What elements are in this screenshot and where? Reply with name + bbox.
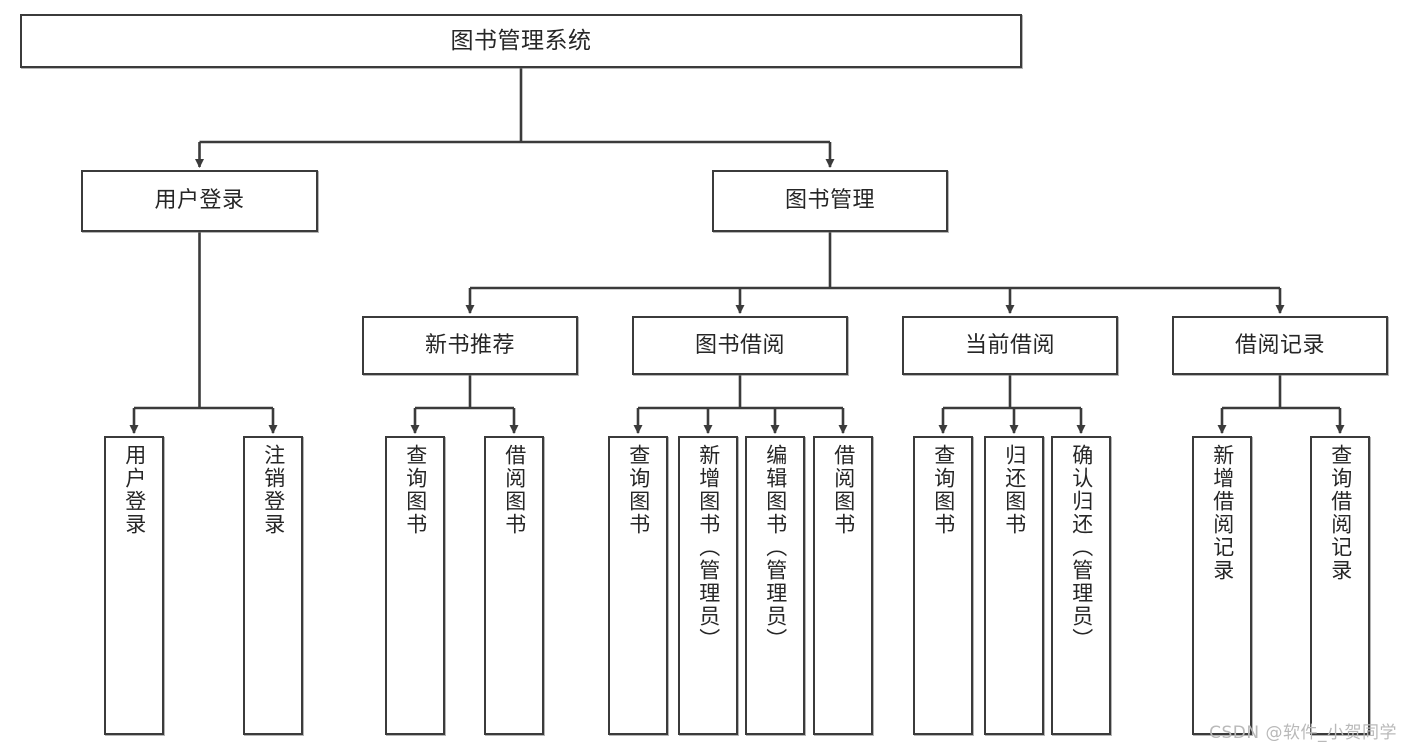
node-leaf-confirm-return-label: 确认归还（管理员） <box>1069 444 1094 651</box>
node-borrow-record[interactable]: 借阅记录 <box>1172 316 1388 375</box>
node-leaf-query-book-3-label: 查询图书 <box>931 444 956 536</box>
node-root-label: 图书管理系统 <box>450 27 592 54</box>
node-new-book-recommend-label: 新书推荐 <box>424 332 515 358</box>
node-leaf-add-record-label: 新增借阅记录 <box>1210 444 1235 582</box>
node-leaf-logout[interactable]: 注销登录 <box>243 436 303 735</box>
node-book-management[interactable]: 图书管理 <box>712 170 948 232</box>
watermark-text: CSDN @软件_小贺同学 <box>1209 723 1397 743</box>
node-root[interactable]: 图书管理系统 <box>20 14 1022 68</box>
node-leaf-edit-book-label: 编辑图书（管理员） <box>763 444 788 651</box>
node-user-login-label: 用户登录 <box>154 188 245 214</box>
node-leaf-query-book-1[interactable]: 查询图书 <box>385 436 445 735</box>
node-leaf-return-book[interactable]: 归还图书 <box>984 436 1044 735</box>
node-book-management-label: 图书管理 <box>784 188 875 214</box>
node-leaf-query-book-2[interactable]: 查询图书 <box>608 436 668 735</box>
node-book-borrow-label: 图书借阅 <box>694 332 785 358</box>
node-leaf-return-book-label: 归还图书 <box>1002 444 1027 536</box>
node-leaf-query-record[interactable]: 查询借阅记录 <box>1310 436 1370 735</box>
node-leaf-query-record-label: 查询借阅记录 <box>1328 444 1353 582</box>
node-leaf-add-record[interactable]: 新增借阅记录 <box>1192 436 1252 735</box>
node-new-book-recommend[interactable]: 新书推荐 <box>362 316 578 375</box>
node-user-login[interactable]: 用户登录 <box>81 170 318 232</box>
node-leaf-user-login-label: 用户登录 <box>122 444 147 536</box>
node-leaf-query-book-3[interactable]: 查询图书 <box>913 436 973 735</box>
node-leaf-query-book-1-label: 查询图书 <box>403 444 428 536</box>
node-leaf-query-book-2-label: 查询图书 <box>626 444 651 536</box>
node-leaf-confirm-return[interactable]: 确认归还（管理员） <box>1051 436 1111 735</box>
node-leaf-borrow-book-1[interactable]: 借阅图书 <box>484 436 544 735</box>
node-leaf-borrow-book-2[interactable]: 借阅图书 <box>813 436 873 735</box>
node-leaf-logout-label: 注销登录 <box>261 444 286 536</box>
node-current-borrow[interactable]: 当前借阅 <box>902 316 1118 375</box>
node-borrow-record-label: 借阅记录 <box>1234 332 1325 358</box>
node-leaf-borrow-book-2-label: 借阅图书 <box>831 444 856 536</box>
node-leaf-user-login[interactable]: 用户登录 <box>104 436 164 735</box>
node-current-borrow-label: 当前借阅 <box>964 332 1055 358</box>
node-leaf-borrow-book-1-label: 借阅图书 <box>502 444 527 536</box>
node-leaf-edit-book[interactable]: 编辑图书（管理员） <box>745 436 805 735</box>
node-leaf-add-book[interactable]: 新增图书（管理员） <box>678 436 738 735</box>
node-book-borrow[interactable]: 图书借阅 <box>632 316 848 375</box>
node-leaf-add-book-label: 新增图书（管理员） <box>696 444 721 651</box>
